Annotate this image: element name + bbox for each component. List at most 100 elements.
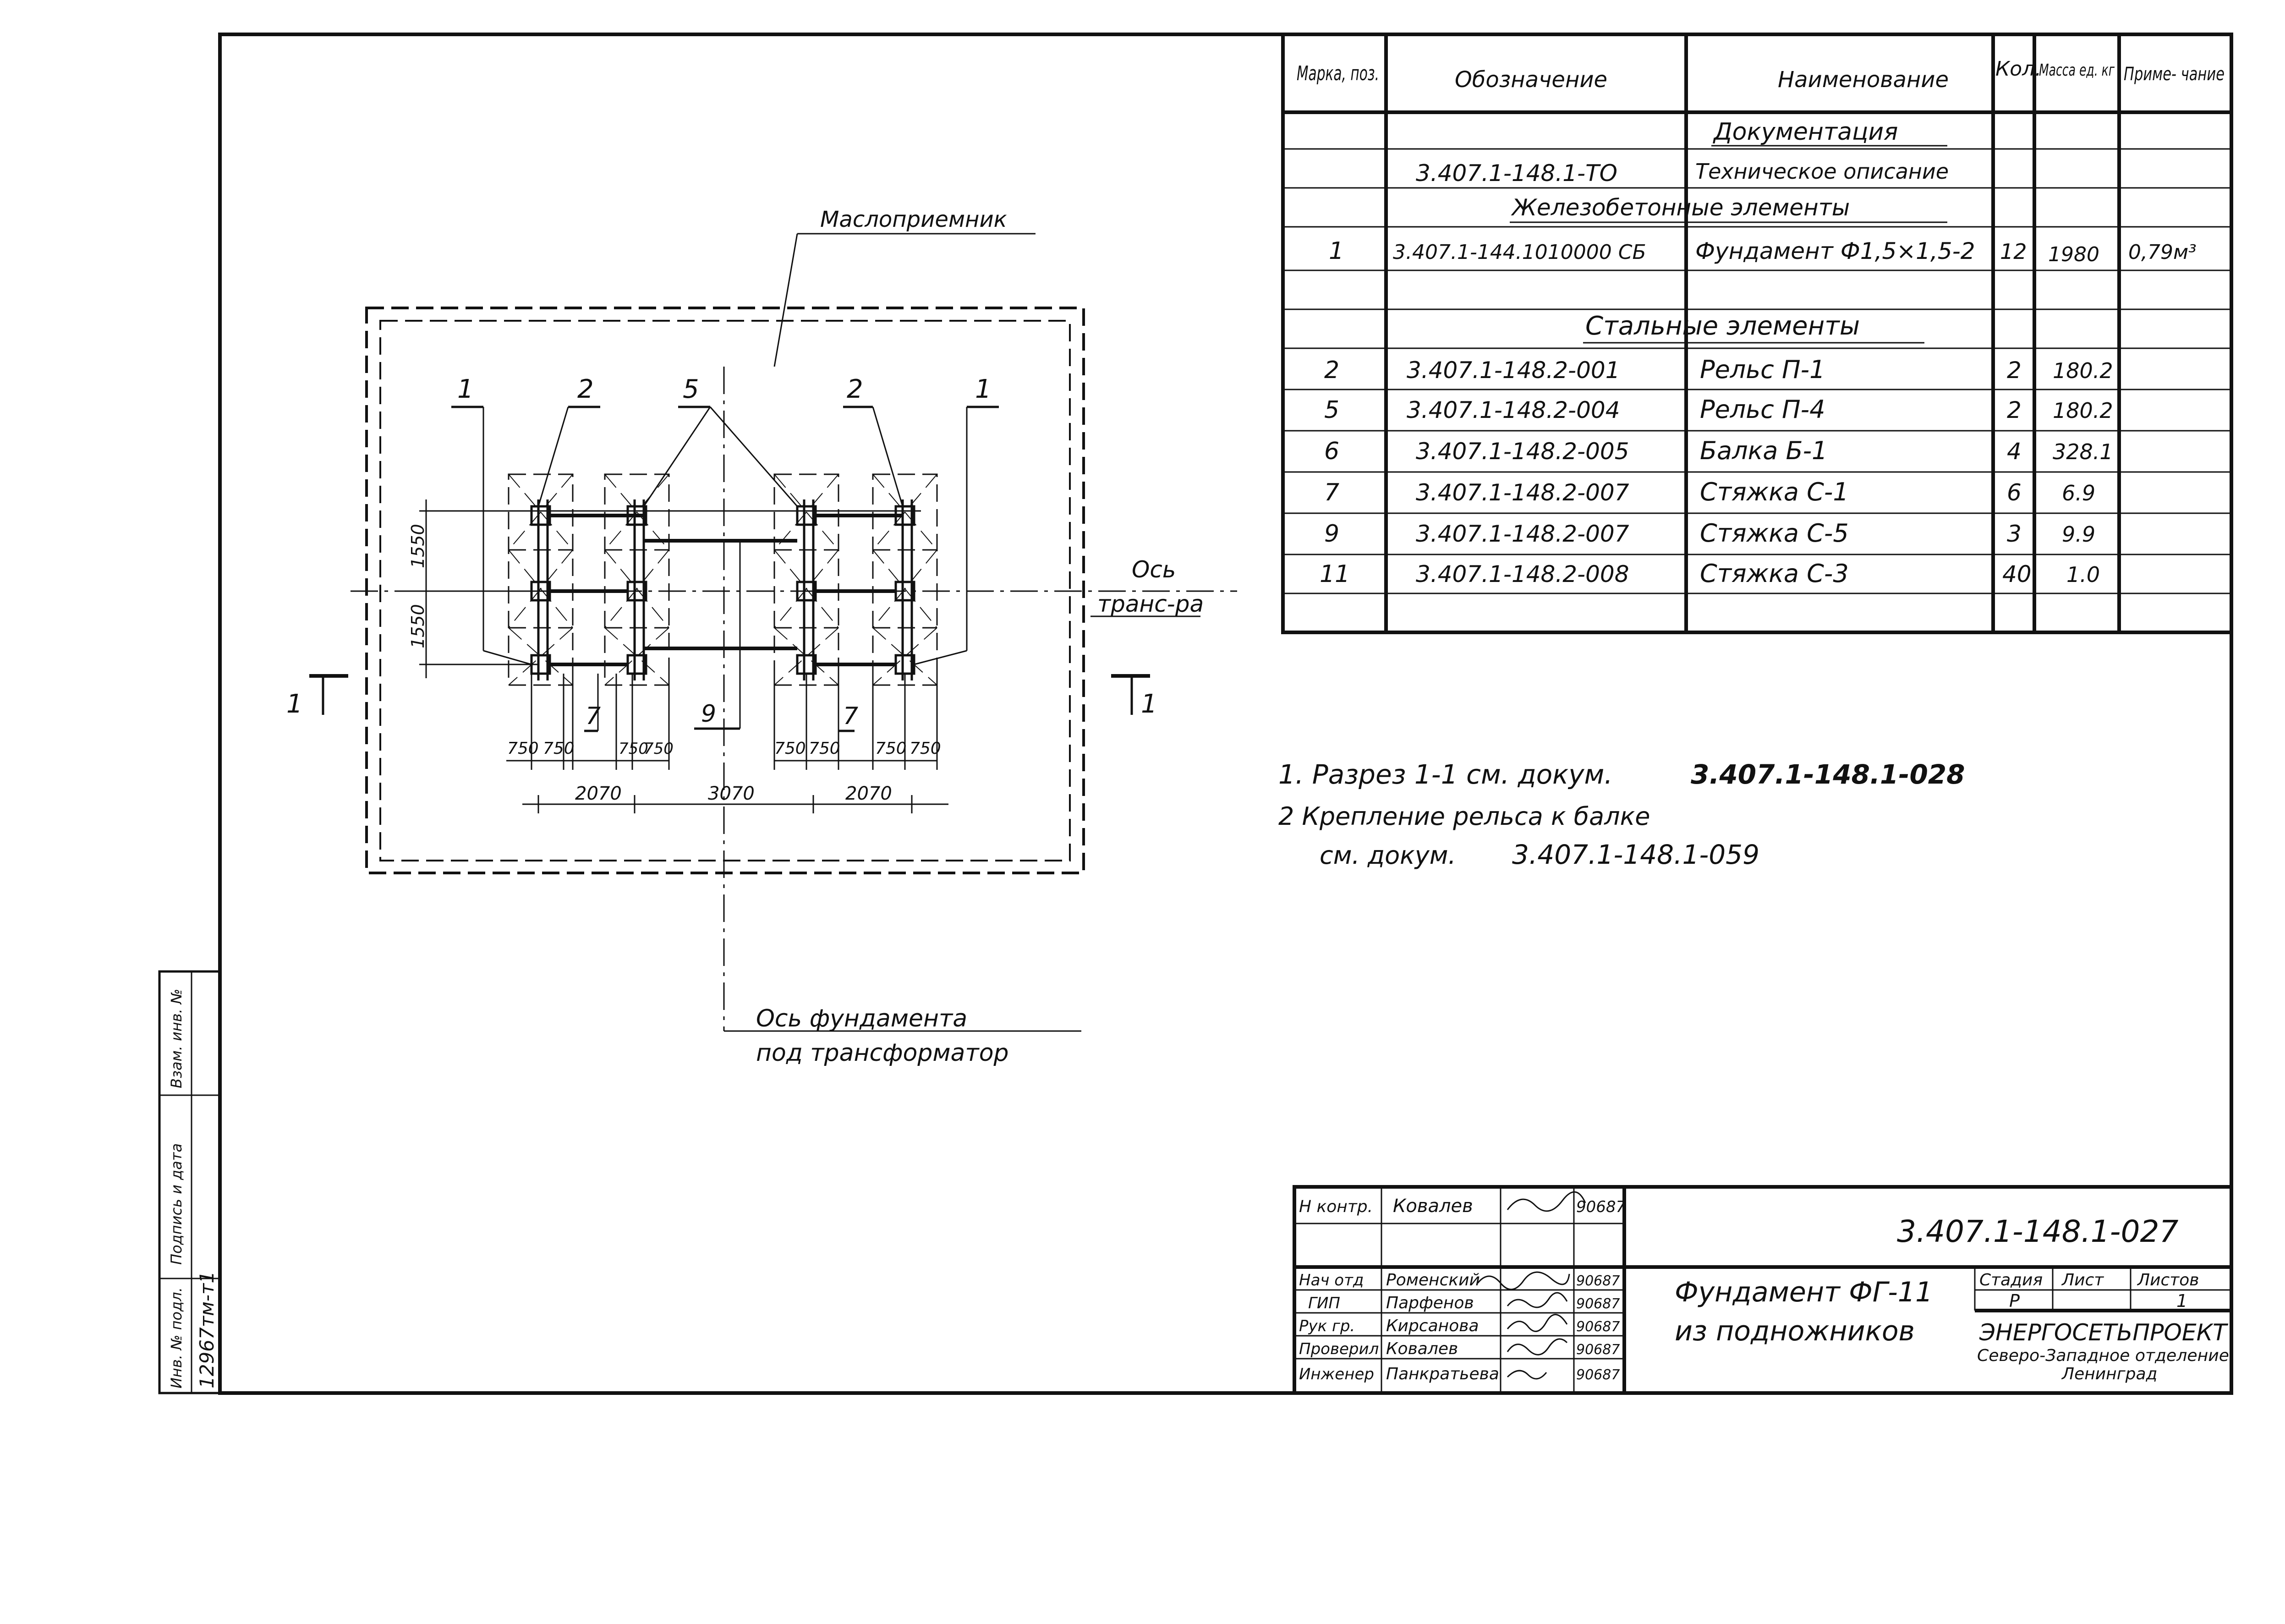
- side-label-replace: Взам. инв. №: [168, 989, 185, 1088]
- steel-mark: 5: [1324, 396, 1339, 424]
- beams-rails: [440, 499, 921, 680]
- steel-row: 6 3.407.1-148.2-005 Балка Б-1 4 328.1: [1324, 436, 2113, 465]
- steel-name: Стяжка С-3: [1700, 559, 1849, 588]
- rc-name: Фундамент Ф1,5×1,5-2: [1695, 238, 1975, 264]
- steel-name: Рельс П-4: [1700, 395, 1825, 424]
- name: Панкратьева: [1386, 1365, 1499, 1383]
- section-docs: Документация: [1713, 118, 1898, 146]
- horizontal-dimensions: 750 750 750 750 750 750 750 750 2070 307…: [506, 674, 948, 813]
- org-line-1: ЭНЕРГОСЕТЬПРОЕКТ: [1979, 1319, 2228, 1346]
- note-2-see: см. докум.: [1320, 841, 1456, 870]
- hdr-note: Приме- чание: [2124, 64, 2225, 85]
- doc-name: Техническое описание: [1695, 159, 1949, 184]
- hdr-name: Наименование: [1778, 67, 1949, 93]
- callout-2-right: 2: [847, 374, 863, 404]
- role: Нач отд: [1299, 1271, 1364, 1289]
- foundation-axis-label-1: Ось фундамента: [756, 1005, 967, 1032]
- steel-name: Стяжка С-5: [1700, 519, 1849, 548]
- transformer-axis-label-2: транс-ра: [1097, 591, 1204, 617]
- foundation-axis-label-2: под трансформатор: [756, 1039, 1009, 1067]
- name: Парфенов: [1386, 1294, 1474, 1312]
- vertical-dimensions: 1550 1550: [408, 499, 538, 678]
- role: Инженер: [1299, 1365, 1374, 1383]
- doc-designation: 3.407.1-148.1-ТО: [1416, 160, 1617, 187]
- steel-designation: 3.407.1-148.2-007: [1416, 479, 1629, 506]
- date: 90687: [1576, 1296, 1620, 1312]
- steel-designation: 3.407.1-148.2-008: [1416, 561, 1629, 587]
- steel-designation: 3.407.1-148.2-007: [1416, 521, 1629, 547]
- name: Ковалев: [1386, 1339, 1458, 1358]
- date: 90687: [1576, 1319, 1620, 1335]
- dim-750: 750: [543, 739, 575, 758]
- date: 90687: [1576, 1342, 1620, 1358]
- stage-hdr: Стадия: [1979, 1271, 2043, 1289]
- sheets-hdr: Листов: [2137, 1271, 2199, 1289]
- dim-v-1550-bottom: 1550: [408, 604, 428, 648]
- callout-5: 5: [683, 374, 699, 404]
- svg-text:1: 1: [1141, 689, 1157, 719]
- steel-mass: 9.9: [2062, 522, 2095, 547]
- rc-designation: 3.407.1-144.1010000 СБ: [1393, 241, 1646, 264]
- callout-2-left: 2: [577, 374, 594, 404]
- title-line-2: из подножников: [1675, 1315, 1915, 1347]
- rc-mass: 1980: [2048, 243, 2099, 266]
- section-mark-right: 1: [1111, 674, 1157, 719]
- dim-2070-left: 2070: [575, 783, 622, 804]
- dim-750: 750: [644, 740, 674, 758]
- notes: 1. Разрез 1-1 см. докум. 3.407.1-148.1-0…: [1278, 759, 1965, 870]
- foundation-plan: 1 2 5 2 1 7 9 7 Маслоприемник Ось транс-…: [286, 207, 1237, 1067]
- steel-name: Стяжка С-1: [1700, 477, 1849, 506]
- role: ГИП: [1308, 1294, 1340, 1312]
- dim-750: 750: [774, 739, 806, 758]
- sheet-frame: [218, 33, 2233, 1395]
- signatures: [1477, 1191, 1586, 1380]
- side-stamp: Инв. № подл. Подпись и дата Взам. инв. №…: [158, 970, 221, 1394]
- hdr-designation: Обозначение: [1455, 67, 1607, 93]
- callout-1-left: 1: [457, 374, 474, 404]
- steel-qty: 4: [2007, 438, 2022, 465]
- steel-mass: 1.0: [2066, 562, 2100, 587]
- org-line-3: Ленинград: [2061, 1365, 2157, 1383]
- dim-750: 750: [809, 739, 840, 758]
- steel-name: Балка Б-1: [1700, 436, 1827, 465]
- steel-qty: 40: [2002, 561, 2032, 587]
- callout-1-right: 1: [975, 374, 992, 404]
- oil-receiver-label: Маслоприемник: [820, 207, 1007, 232]
- side-label-sign: Подпись и дата: [168, 1143, 185, 1265]
- specification-table: Марка, поз. Обозначение Наименование Кол…: [1281, 33, 2233, 634]
- role: Проверил: [1299, 1340, 1379, 1358]
- date: 90687: [1576, 1367, 1620, 1383]
- steel-mass: 328.1: [2053, 439, 2113, 464]
- role-n-contr: Н контр.: [1299, 1197, 1373, 1216]
- footing-pads: [508, 473, 938, 686]
- steel-mark: 7: [1324, 479, 1339, 506]
- side-inv-number: 12967тм-т1: [196, 1271, 218, 1388]
- note-1-ref: 3.407.1-148.1-028: [1691, 759, 1965, 790]
- rc-mark: 1: [1329, 237, 1344, 265]
- steel-mass: 180.2: [2053, 398, 2113, 423]
- transformer-axis-label-1: Ось: [1132, 556, 1176, 583]
- dim-v-1550-top: 1550: [408, 524, 428, 568]
- dim-750: 750: [910, 739, 941, 758]
- section-steel: Стальные элементы: [1585, 311, 1860, 341]
- dim-750: 750: [875, 739, 907, 758]
- dim-3070: 3070: [708, 783, 755, 804]
- steel-mass: 180.2: [2053, 358, 2113, 383]
- title-line-1: Фундамент ФГ-11: [1675, 1276, 1933, 1308]
- steel-row: 2 3.407.1-148.2-001 Рельс П-1 2 180.2: [1324, 355, 2113, 384]
- stage-value: Р: [2009, 1291, 2020, 1311]
- note-2-ref: 3.407.1-148.1-059: [1512, 839, 1759, 870]
- rc-note: 0,79м³: [2128, 241, 2197, 264]
- steel-designation: 3.407.1-148.2-001: [1407, 357, 1620, 384]
- steel-row: 5 3.407.1-148.2-004 Рельс П-4 2 180.2: [1324, 395, 2113, 424]
- steel-mark: 2: [1324, 357, 1339, 384]
- steel-row: 9 3.407.1-148.2-007 Стяжка С-5 3 9.9: [1324, 519, 2095, 548]
- steel-row: 7 3.407.1-148.2-007 Стяжка С-1 6 6.9: [1324, 477, 2095, 506]
- doc-code: 3.407.1-148.1-027: [1897, 1214, 2178, 1249]
- section-mark-left: 1: [286, 674, 348, 719]
- hdr-mass: Масса ед. кг: [2039, 61, 2115, 80]
- rc-qty: 12: [2000, 239, 2027, 264]
- sheet-hdr: Лист: [2061, 1271, 2104, 1289]
- title-block: 3.407.1-148.1-027 Фундамент ФГ-11 из под…: [1293, 1185, 2233, 1395]
- hdr-qty: Кол.: [1995, 57, 2041, 81]
